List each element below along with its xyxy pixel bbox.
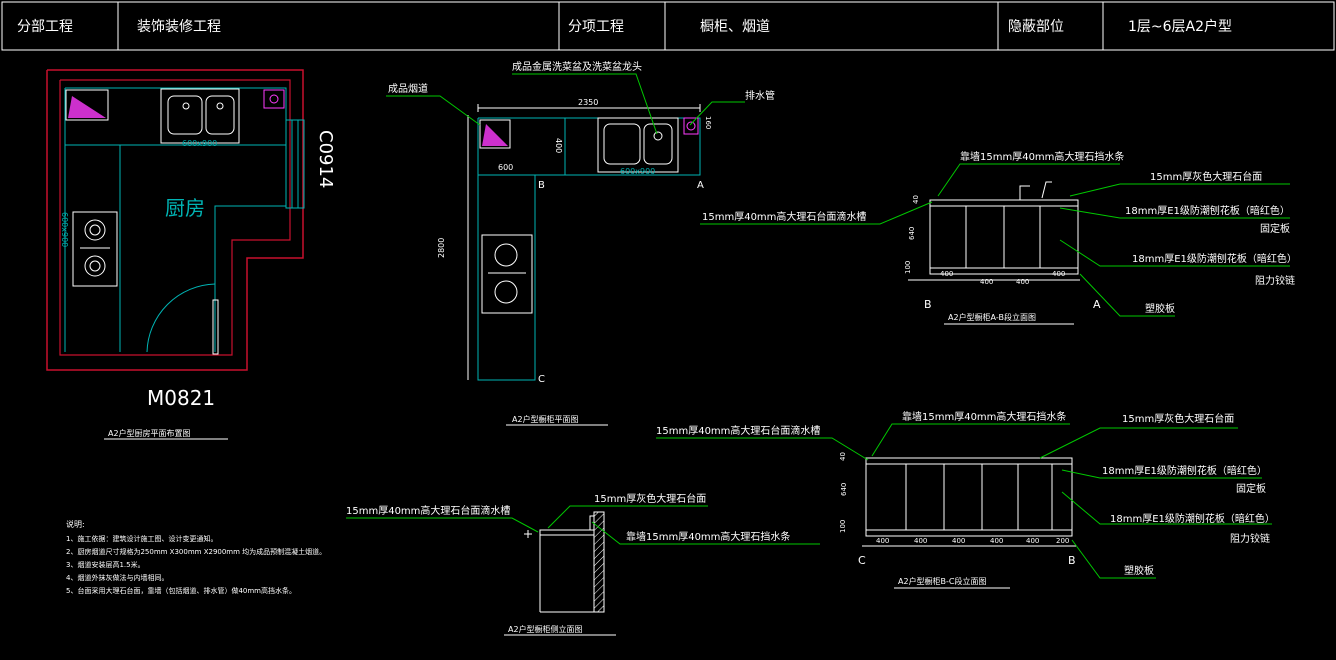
plan-sink-dim: 600x900: [182, 139, 217, 148]
cabinet-plan-sink-dim: 600x900: [620, 167, 655, 176]
title-block-grid: [1, 1, 1335, 51]
elev-ab-board-fixed: 18mm厚E1级防潮刨花板（暗红色）: [1125, 204, 1290, 217]
elevation-ab: 400 400 400 400 640 100 40 B A 靠墙15mm厚40…: [700, 150, 1297, 325]
elev-ab-dim-4: 400: [1052, 270, 1065, 278]
elev-bc-dim-6: 200: [1056, 537, 1069, 545]
elev-bc-board-fixed: 18mm厚E1级防潮刨花板（暗红色）: [1102, 464, 1267, 477]
cabinet-plan-sink-label: 成品金属洗菜盆及洗菜盆龙头: [512, 60, 642, 73]
elev-ab-board-hinge: 18mm厚E1级防潮刨花板（暗红色）: [1132, 252, 1297, 265]
header-label-concealed: 隐蔽部位: [1008, 19, 1064, 35]
plan-stove: [72, 211, 118, 287]
header-value-concealed: 1层~6层A2户型: [1128, 19, 1233, 35]
elev-bc-dim-3: 400: [952, 537, 965, 545]
elev-bc-dim-h1: 640: [840, 483, 848, 496]
elev-ab-fixed: 固定板: [1260, 222, 1290, 235]
notes-line-4: 4、烟道外抹灰做法与内墙相同。: [66, 573, 168, 582]
header-label-division: 分部工程: [17, 19, 73, 35]
elev-bc-countertop: 15mm厚灰色大理石台面: [1122, 412, 1234, 425]
header-label-item: 分项工程: [568, 19, 624, 35]
design-notes: 说明: 1、施工依据：建筑设计施工图、设计变更通知。 2、厨房烟道尺寸规格为25…: [66, 519, 326, 595]
notes-line-2: 2、厨房烟道尺寸规格为250mm X300mm X2900mm 均为成品预制混凝…: [66, 547, 326, 556]
cabinet-plan-sink: [597, 117, 679, 173]
notes-heading: 说明:: [66, 519, 85, 529]
elev-ab-dim-h2: 100: [904, 261, 912, 274]
elev-ab-dim-1: 400: [940, 270, 953, 278]
plan-title: A2户型厨房平面布置图: [108, 428, 191, 438]
elev-ab-point-a: A: [1093, 298, 1101, 311]
plan-flue: [65, 89, 109, 121]
cabinet-plan-outline: [477, 117, 701, 381]
elev-bc-dim-1: 400: [876, 537, 889, 545]
elev-bc-drip: 15mm厚40mm高大理石台面滴水槽: [656, 424, 820, 437]
elev-ab-point-b: B: [924, 298, 932, 311]
door-symbol: [146, 283, 219, 355]
plan-sink: [160, 88, 240, 144]
elev-ab-dim-h1: 640: [908, 227, 916, 240]
header-value-division: 装饰装修工程: [137, 19, 221, 35]
cabinet-plan-dim-600: 600: [498, 163, 513, 172]
elev-bc-hinge: 阻力铰链: [1230, 532, 1270, 545]
window-symbol: [285, 119, 305, 209]
door-label: M0821: [147, 386, 215, 410]
cabinet-plan: 2350 600 400 2800 600x900 160 成品烟道: [386, 60, 775, 426]
elev-bc-dim-2: 400: [914, 537, 927, 545]
elev-ab-countertop: 15mm厚灰色大理石台面: [1150, 170, 1262, 183]
elev-ab-dim-3: 400: [1016, 278, 1029, 286]
cabinet-plan-drain-label: 排水管: [745, 89, 775, 102]
room-label: 厨房: [165, 196, 205, 220]
elev-ab-plastic: 塑胶板: [1145, 302, 1175, 315]
header-value-item: 橱柜、烟道: [700, 19, 770, 35]
section-drip: 15mm厚40mm高大理石台面滴水槽: [346, 504, 510, 517]
elev-ab-dim-2: 400: [980, 278, 993, 286]
cabinet-plan-point-b: B: [538, 180, 545, 191]
plan-drain: [263, 89, 285, 109]
notes-line-3: 3、烟道安装层高1.5米。: [66, 560, 145, 569]
cabinet-plan-dim-160: 160: [704, 116, 712, 129]
elev-ab-dim-h3: 40: [912, 195, 920, 204]
elev-bc-board-hinge: 18mm厚E1级防潮刨花板（暗红色）: [1110, 512, 1275, 525]
elev-bc-plastic: 塑胶板: [1124, 564, 1154, 577]
cabinet-plan-flue-label: 成品烟道: [388, 82, 428, 95]
elev-ab-backsplash: 靠墙15mm厚40mm高大理石挡水条: [960, 150, 1124, 163]
elev-bc-title: A2户型橱柜B-C段立面图: [898, 576, 987, 586]
plan-stove-dim: 600x900: [60, 212, 69, 247]
elev-bc-point-c: C: [858, 554, 866, 567]
notes-line-1: 1、施工依据：建筑设计施工图、设计变更通知。: [66, 534, 217, 543]
elev-bc-backsplash: 靠墙15mm厚40mm高大理石挡水条: [902, 410, 1066, 423]
section-title: A2户型橱柜侧立面图: [508, 624, 583, 634]
cabinet-plan-point-c: C: [538, 374, 545, 385]
cabinet-plan-title: A2户型橱柜平面图: [512, 414, 579, 424]
elev-bc-dim-4: 400: [990, 537, 1003, 545]
section-backsplash: 靠墙15mm厚40mm高大理石挡水条: [626, 530, 790, 543]
elev-ab-title: A2户型橱柜A-B段立面图: [948, 312, 1036, 322]
cabinet-plan-stove: [481, 234, 533, 314]
section-countertop: 15mm厚灰色大理石台面: [594, 492, 706, 505]
elev-bc-dim-h3: 40: [839, 452, 847, 461]
elev-bc-dim-5: 400: [1026, 537, 1039, 545]
notes-line-5: 5、台面采用大理石台面，靠墙（包括烟道、排水管）做40mm高挡水条。: [66, 586, 296, 595]
elev-bc-dim-h2: 100: [839, 520, 847, 533]
elev-ab-hinge: 阻力铰链: [1255, 274, 1295, 287]
elev-ab-drip: 15mm厚40mm高大理石台面滴水槽: [702, 210, 866, 223]
cabinet-plan-dim-400v: 400: [554, 138, 563, 153]
cabinet-plan-dim-top: 2350: [578, 98, 598, 107]
elev-bc-point-b: B: [1068, 554, 1076, 567]
elev-bc-fixed: 固定板: [1236, 482, 1266, 495]
kitchen-plan: C0914 600x900 600x900 厨房: [46, 69, 336, 440]
elevation-bc: 400 400 400 400 400 200 640 100 40 C B 靠…: [656, 410, 1275, 589]
window-label: C0914: [315, 130, 336, 188]
plan-inner-wall: [59, 79, 291, 356]
cabinet-plan-point-a: A: [697, 180, 704, 191]
plan-outer-wall: [46, 69, 304, 371]
side-section: 15mm厚40mm高大理石台面滴水槽 15mm厚灰色大理石台面 靠墙15mm厚4…: [346, 492, 820, 636]
title-block: 分部工程 装饰装修工程 分项工程 橱柜、烟道 隐蔽部位 1层~6层A2户型: [0, 0, 1336, 52]
cabinet-plan-dim-2800: 2800: [437, 238, 446, 258]
